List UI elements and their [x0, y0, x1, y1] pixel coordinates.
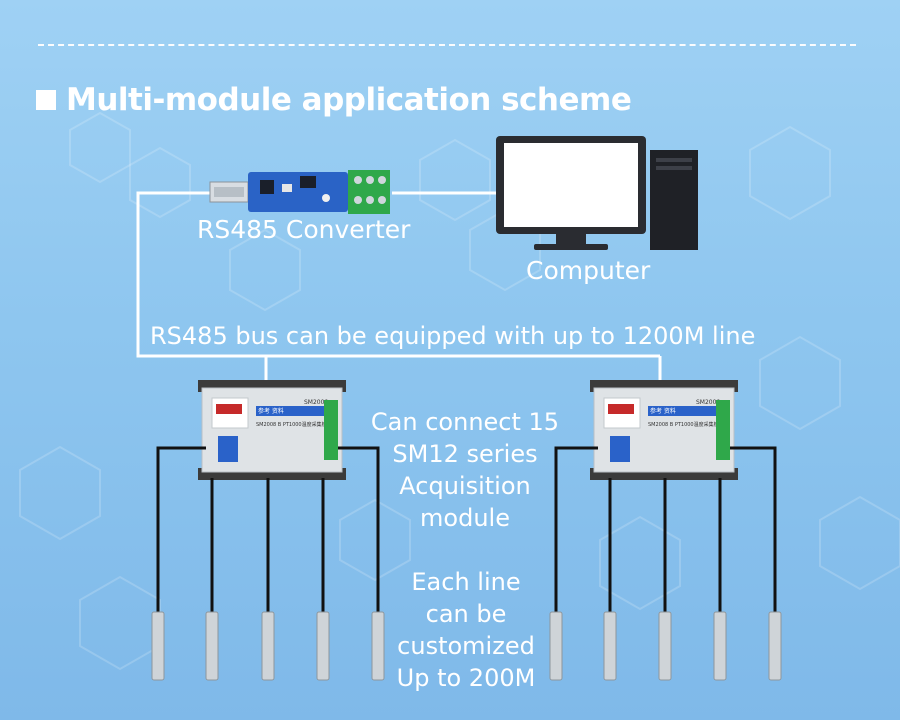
- note-line: customized: [397, 632, 535, 660]
- note-line: can be: [425, 600, 507, 628]
- temperature-probe: [603, 611, 617, 681]
- computer-label: Computer: [526, 256, 651, 285]
- module-brand-text: 参考 资料: [650, 407, 676, 415]
- note-line: Each line: [411, 568, 521, 596]
- temperature-probe: [549, 611, 563, 681]
- section-header: Multi-module application scheme: [36, 80, 632, 120]
- converter-label: RS485 Converter: [197, 215, 411, 244]
- module-desc-text: SM2008 B PT1000温度采集模块: [648, 421, 724, 428]
- temperature-probe: [151, 611, 165, 681]
- temperature-probe: [658, 611, 672, 681]
- note-line: Can connect 15: [370, 408, 560, 436]
- module-brand-text: 参考 资料: [258, 407, 284, 415]
- temperature-probe: [261, 611, 275, 681]
- note-line: module: [420, 504, 510, 532]
- note-line: Acquisition: [399, 472, 531, 500]
- module-desc-text: SM2008 B PT1000温度采集模块: [256, 421, 332, 428]
- acquisition-module-right: 参考 资料 SM2008 SM2008 B PT1000温度采集模块: [590, 380, 738, 480]
- temperature-probe: [371, 611, 385, 681]
- bus-label: RS485 bus can be equipped with up to 120…: [150, 322, 756, 350]
- rs485-converter-image: [209, 170, 390, 214]
- module-capacity-note: Can connect 15 SM12 series Acquisition m…: [365, 406, 565, 534]
- note-line: SM12 series: [392, 440, 538, 468]
- temperature-probe: [713, 611, 727, 681]
- note-line: Up to 200M: [396, 664, 536, 692]
- dashed-divider: [38, 44, 856, 46]
- temperature-probe: [768, 611, 782, 681]
- line-length-note: Each line can be customized Up to 200M: [366, 566, 566, 694]
- square-bullet-icon: [36, 90, 56, 110]
- page-title: Multi-module application scheme: [66, 82, 632, 118]
- acquisition-module-left: 参考 资料 SM2008 SM2008 B PT1000温度采集模块: [198, 380, 346, 480]
- temperature-probe: [205, 611, 219, 681]
- temperature-probe: [316, 611, 330, 681]
- module-model-text: SM2008: [304, 399, 328, 406]
- computer-image: [496, 136, 698, 250]
- module-model-text: SM2008: [696, 399, 720, 406]
